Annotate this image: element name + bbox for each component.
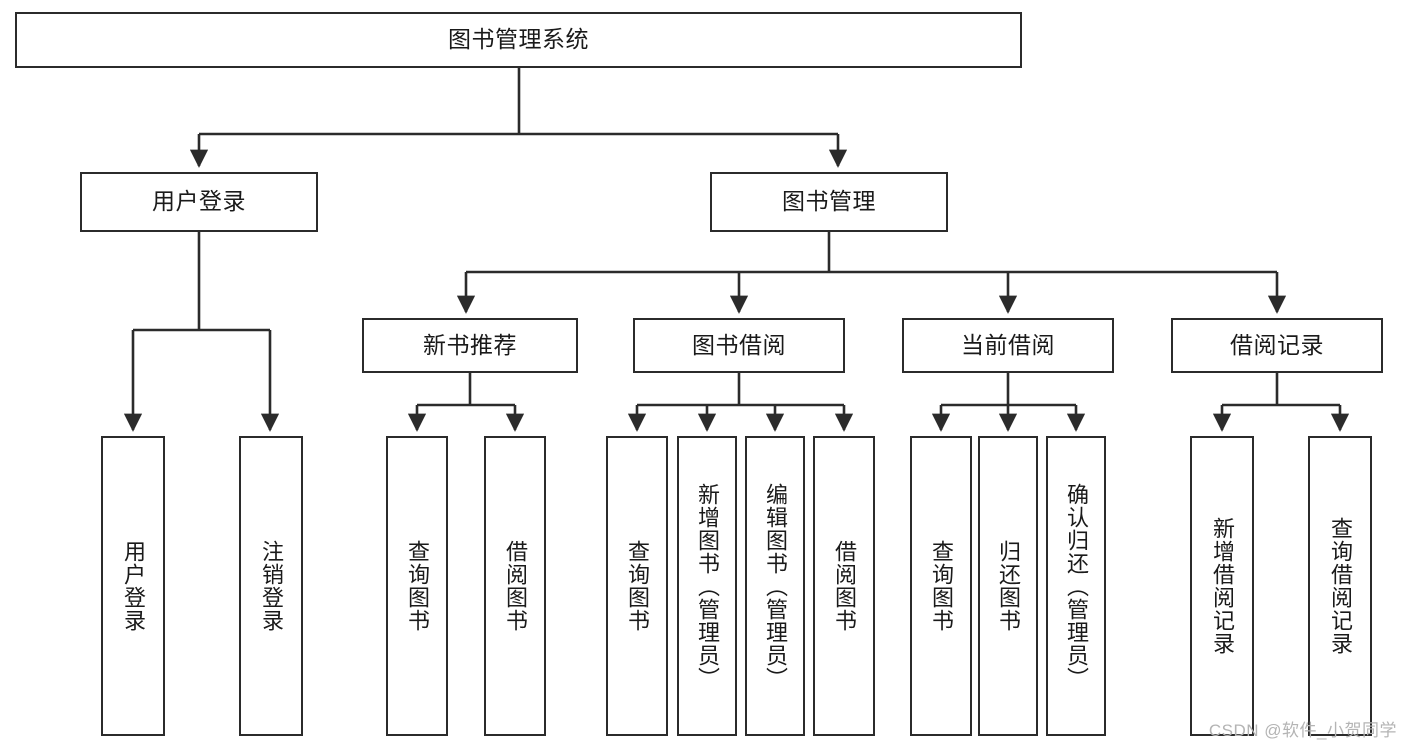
node-borrow-record[interactable]: 借阅记录 xyxy=(1171,318,1383,373)
node-leaf-return-book[interactable]: 归还图书 xyxy=(978,436,1038,736)
node-leaf-query-book-current[interactable]: 查询图书 xyxy=(910,436,972,736)
node-label: 图书管理系统 xyxy=(448,26,589,53)
node-label: 注销登录 xyxy=(258,540,284,632)
node-leaf-add-borrow-record[interactable]: 新增借阅记录 xyxy=(1190,436,1254,736)
watermark-text: CSDN @软件_小贺同学 xyxy=(1208,721,1397,740)
node-label: 借阅图书 xyxy=(831,540,857,632)
node-label: 用户登录 xyxy=(152,188,246,215)
node-label: 归还图书 xyxy=(995,540,1021,632)
node-leaf-logout[interactable]: 注销登录 xyxy=(239,436,303,736)
node-leaf-user-login[interactable]: 用户登录 xyxy=(101,436,165,736)
node-label: 查询图书 xyxy=(928,540,954,632)
node-label: 确认归还（管理员） xyxy=(1063,482,1089,690)
node-label: 新增图书（管理员） xyxy=(694,482,720,690)
node-leaf-query-borrow-record[interactable]: 查询借阅记录 xyxy=(1308,436,1372,736)
node-leaf-query-book-recommend[interactable]: 查询图书 xyxy=(386,436,448,736)
node-new-book-recommend[interactable]: 新书推荐 xyxy=(362,318,578,373)
node-current-borrow[interactable]: 当前借阅 xyxy=(902,318,1114,373)
node-leaf-borrow-book-recommend[interactable]: 借阅图书 xyxy=(484,436,546,736)
node-leaf-add-book-admin[interactable]: 新增图书（管理员） xyxy=(677,436,737,736)
node-leaf-edit-book-admin[interactable]: 编辑图书（管理员） xyxy=(745,436,805,736)
node-label: 查询图书 xyxy=(404,540,430,632)
node-book-management[interactable]: 图书管理 xyxy=(710,172,948,232)
node-leaf-confirm-return-admin[interactable]: 确认归还（管理员） xyxy=(1046,436,1106,736)
node-label: 查询借阅记录 xyxy=(1327,517,1353,655)
node-label: 借阅记录 xyxy=(1230,331,1324,358)
node-leaf-borrow-book[interactable]: 借阅图书 xyxy=(813,436,875,736)
node-root-book-management-system[interactable]: 图书管理系统 xyxy=(15,12,1022,68)
node-user-login[interactable]: 用户登录 xyxy=(80,172,318,232)
node-label: 当前借阅 xyxy=(961,331,1055,358)
node-label: 图书管理 xyxy=(782,188,876,215)
node-label: 用户登录 xyxy=(120,540,146,632)
node-label: 查询图书 xyxy=(624,540,650,632)
node-label: 编辑图书（管理员） xyxy=(762,482,788,690)
node-book-borrow[interactable]: 图书借阅 xyxy=(633,318,845,373)
node-leaf-query-book-borrow[interactable]: 查询图书 xyxy=(606,436,668,736)
node-label: 图书借阅 xyxy=(692,331,786,358)
node-label: 新增借阅记录 xyxy=(1209,517,1235,655)
node-label: 借阅图书 xyxy=(502,540,528,632)
node-label: 新书推荐 xyxy=(423,331,517,358)
